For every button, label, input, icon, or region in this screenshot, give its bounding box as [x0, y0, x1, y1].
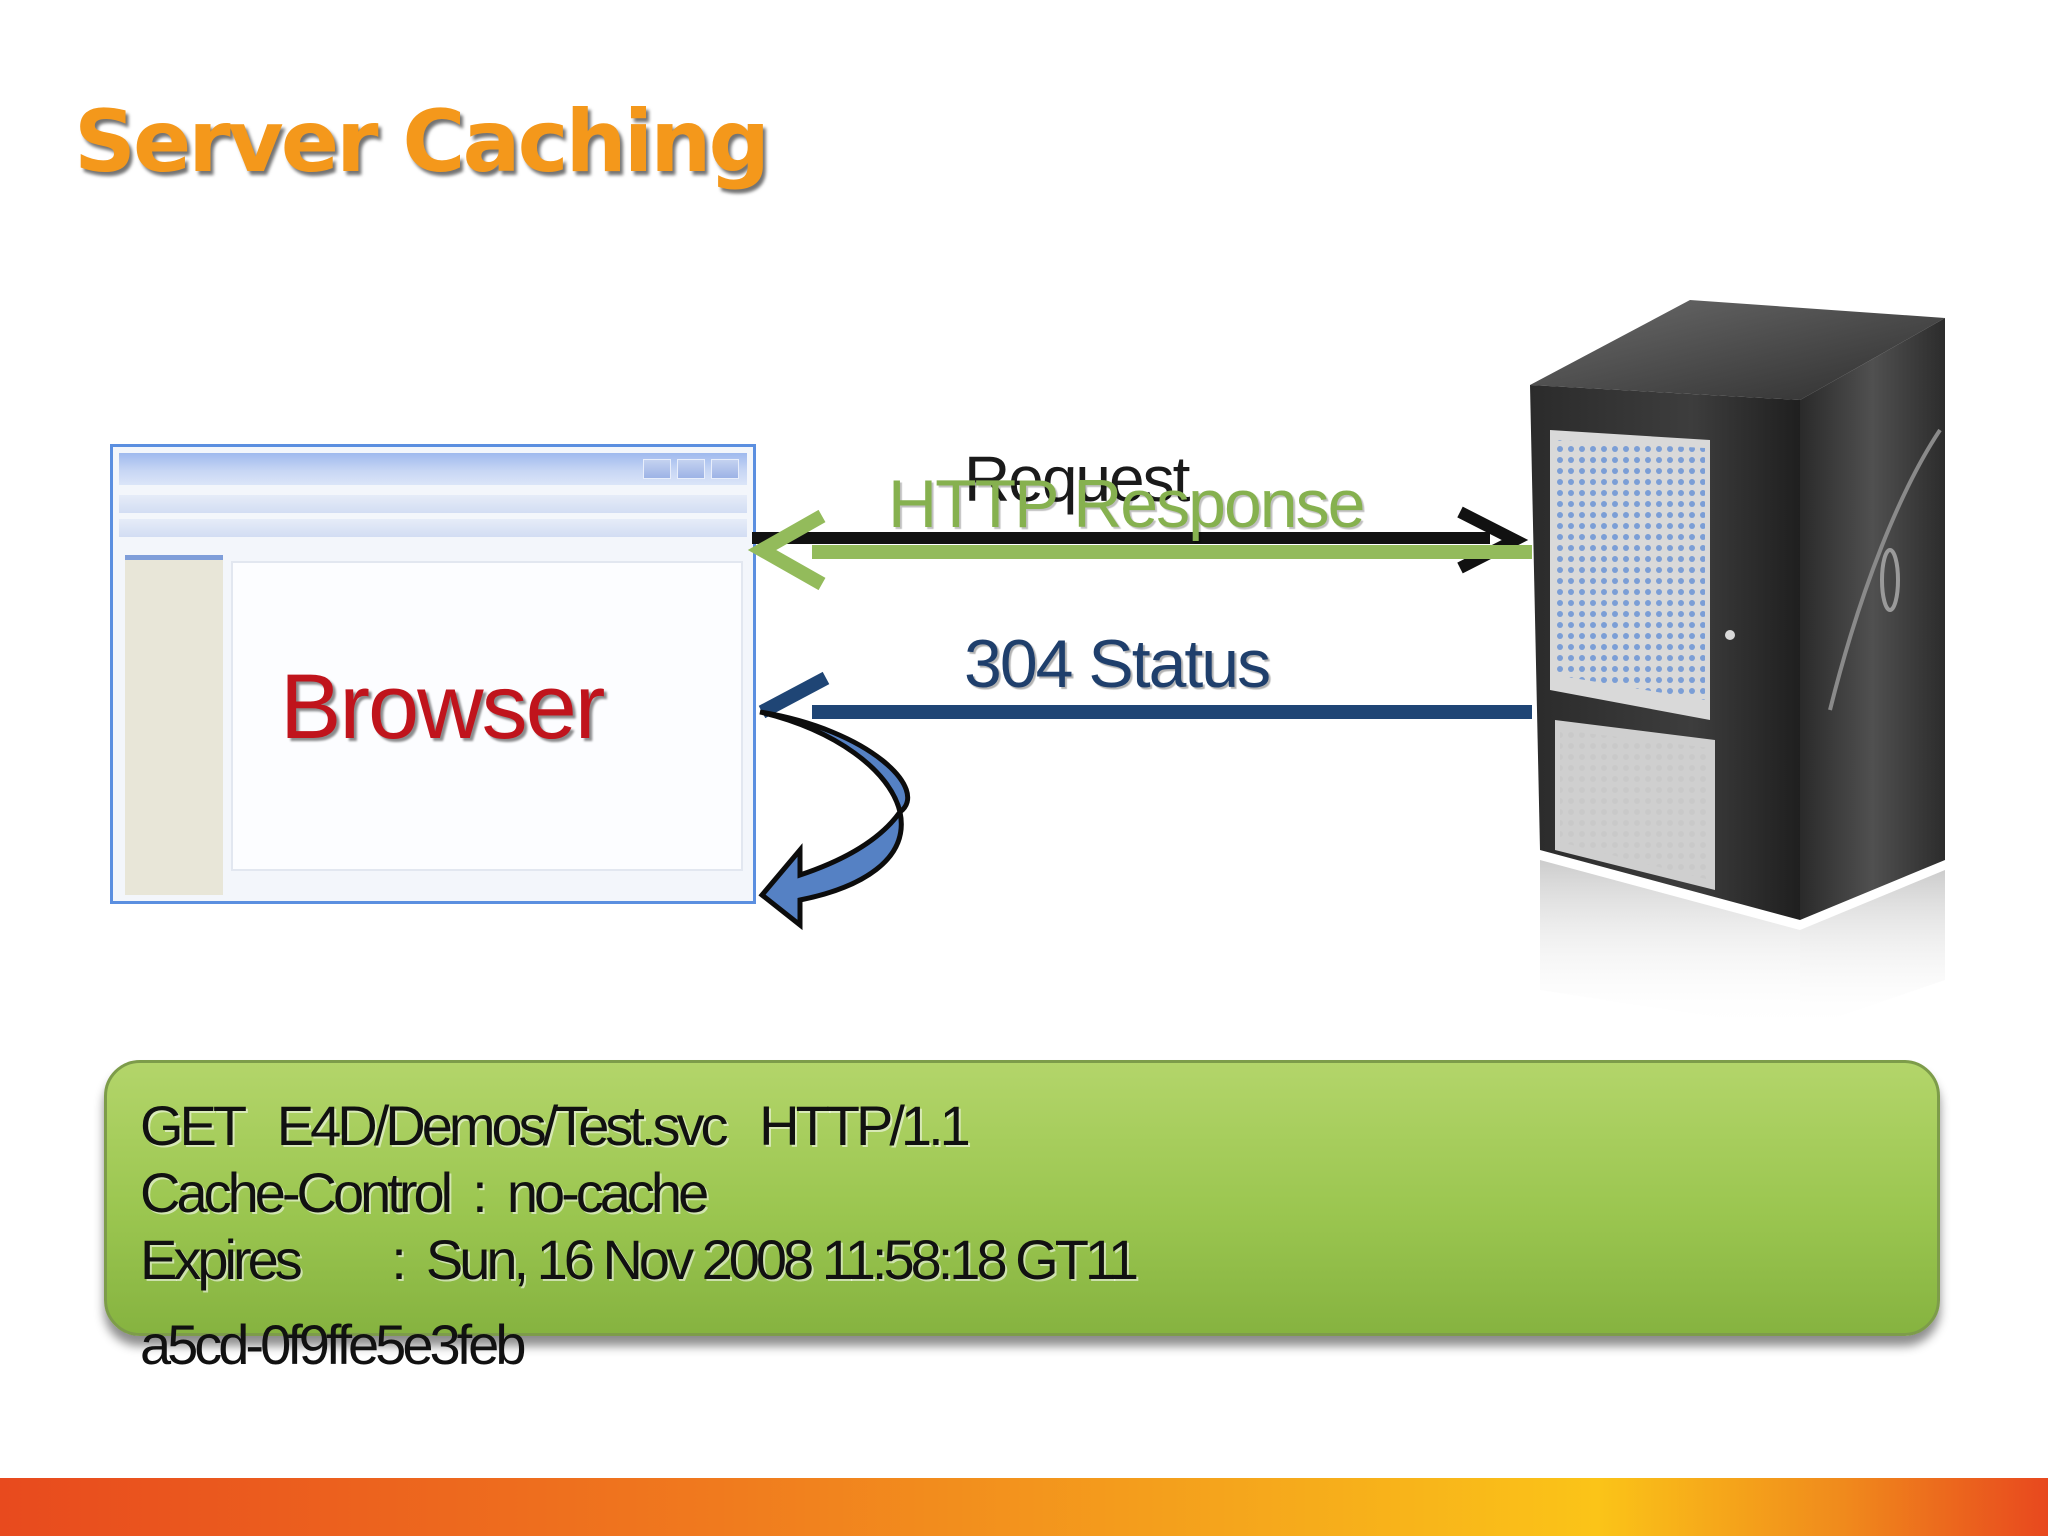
header-line-expires: Expires : Sun, 16 Nov 2008 11:58:18 GT11 — [140, 1228, 1139, 1291]
header-line-overflow: a5cd-0f9ffe5e3feb — [140, 1313, 526, 1376]
window-controls — [643, 459, 739, 479]
slide-title: Server Caching — [74, 92, 770, 192]
header-line-cache-control: Cache-Control : no-cache — [140, 1161, 709, 1224]
close-icon — [711, 459, 739, 479]
browser-window — [110, 444, 756, 904]
status-arrow-head — [758, 671, 830, 719]
browser-titlebar — [119, 453, 747, 485]
browser-content — [231, 561, 743, 871]
maximize-icon — [677, 459, 705, 479]
minimize-icon — [643, 459, 671, 479]
http-headers-box — [104, 1060, 1940, 1336]
footer-bar — [0, 1478, 2048, 1536]
browser-label: Browser — [280, 656, 605, 758]
browser-toolbar — [119, 495, 747, 513]
server-icon — [1500, 290, 1960, 1030]
browser-address-bar — [119, 519, 747, 537]
status-label: 304 Status — [964, 626, 1271, 702]
cache-return-arrow — [758, 709, 911, 931]
header-line-request: GET E4D/Demos/Test.svc HTTP/1.1 — [140, 1094, 971, 1157]
request-label: Request — [964, 443, 1190, 515]
browser-sidebar — [125, 555, 223, 895]
response-label: HTTP Response — [888, 466, 1365, 542]
response-arrow-head — [747, 509, 826, 591]
